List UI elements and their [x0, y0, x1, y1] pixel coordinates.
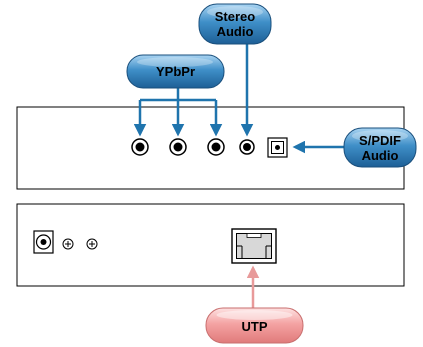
stereo-audio-label: Stereo Audio — [198, 3, 272, 45]
spdif-audio-line2: Audio — [362, 148, 399, 163]
stereo-audio-line1: Stereo — [215, 9, 256, 24]
rca-jack-y — [131, 138, 149, 156]
screw-terminal-1 — [62, 238, 74, 250]
rca-jack-pb — [169, 138, 187, 156]
rca-jack-pr — [207, 138, 225, 156]
spdif-audio-line1: S/PDIF — [359, 133, 401, 148]
utp-text: UTP — [242, 319, 268, 334]
screw-terminal-2 — [86, 238, 98, 250]
rj45-port — [231, 228, 277, 264]
stereo-audio-line2: Audio — [217, 24, 254, 39]
utp-label: UTP — [205, 307, 304, 344]
bottom-panel — [16, 203, 405, 287]
ypbpr-connectors — [133, 87, 223, 137]
rca-jack-stereo-audio — [239, 139, 255, 155]
ypbpr-label: YPbPr — [126, 54, 225, 89]
power-jack — [33, 230, 54, 254]
spdif-optical-port — [267, 137, 288, 158]
ypbpr-text: YPbPr — [156, 64, 195, 79]
spdif-audio-label: S/PDIF Audio — [343, 127, 417, 168]
